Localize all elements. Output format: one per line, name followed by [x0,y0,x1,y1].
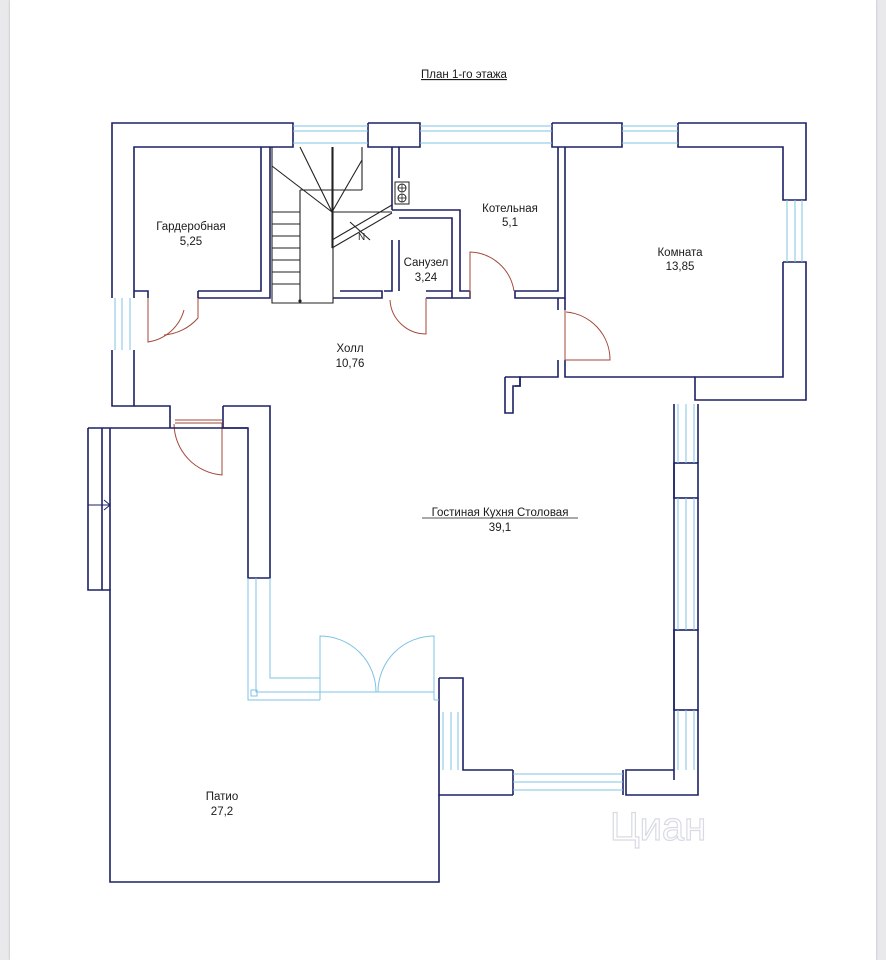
room-area: 13,85 [666,261,695,273]
room-area: 5,1 [502,217,518,229]
room-area: 10,76 [336,358,365,370]
room-name: Санузел [404,257,449,269]
plan-sheet: План 1-го этажа Циан [10,0,876,960]
room-komnata: Комната 13,85 [657,247,703,273]
staircase: N [271,146,393,304]
stair-direction-marker: N [358,232,365,243]
doors [147,251,611,476]
room-sanuzel: Санузел 3,24 [404,257,449,284]
floor-plan: План 1-го этажа Циан [87,69,807,883]
room-name: Холл [336,343,363,355]
watermark-logo: Циан [610,805,706,849]
room-area: 3,24 [415,272,438,284]
room-name: Патио [206,791,239,803]
room-area: 5,25 [180,236,202,248]
plan-title: План 1-го этажа [421,69,508,81]
room-gostinaya: Гостиная Кухня Столовая 39,1 [422,507,578,534]
interior-walls [134,147,695,414]
room-garderobnaya: Гардеробная 5,25 [156,221,226,248]
room-name: Комната [657,247,703,259]
room-name: Котельная [482,203,538,215]
room-name: Гостиная Кухня Столовая [432,507,569,519]
room-name: Гардеробная [156,221,226,233]
boiler-icon [394,181,410,205]
glazed-partition [247,578,439,701]
room-area: 27,2 [211,806,233,818]
windows [114,125,803,791]
room-patio: Патио 27,2 [206,791,239,818]
patio-outline [87,427,440,883]
room-holl: Холл 10,76 [336,343,365,370]
room-kotelnaya: Котельная 5,1 [482,203,538,229]
room-area: 39,1 [489,522,511,534]
